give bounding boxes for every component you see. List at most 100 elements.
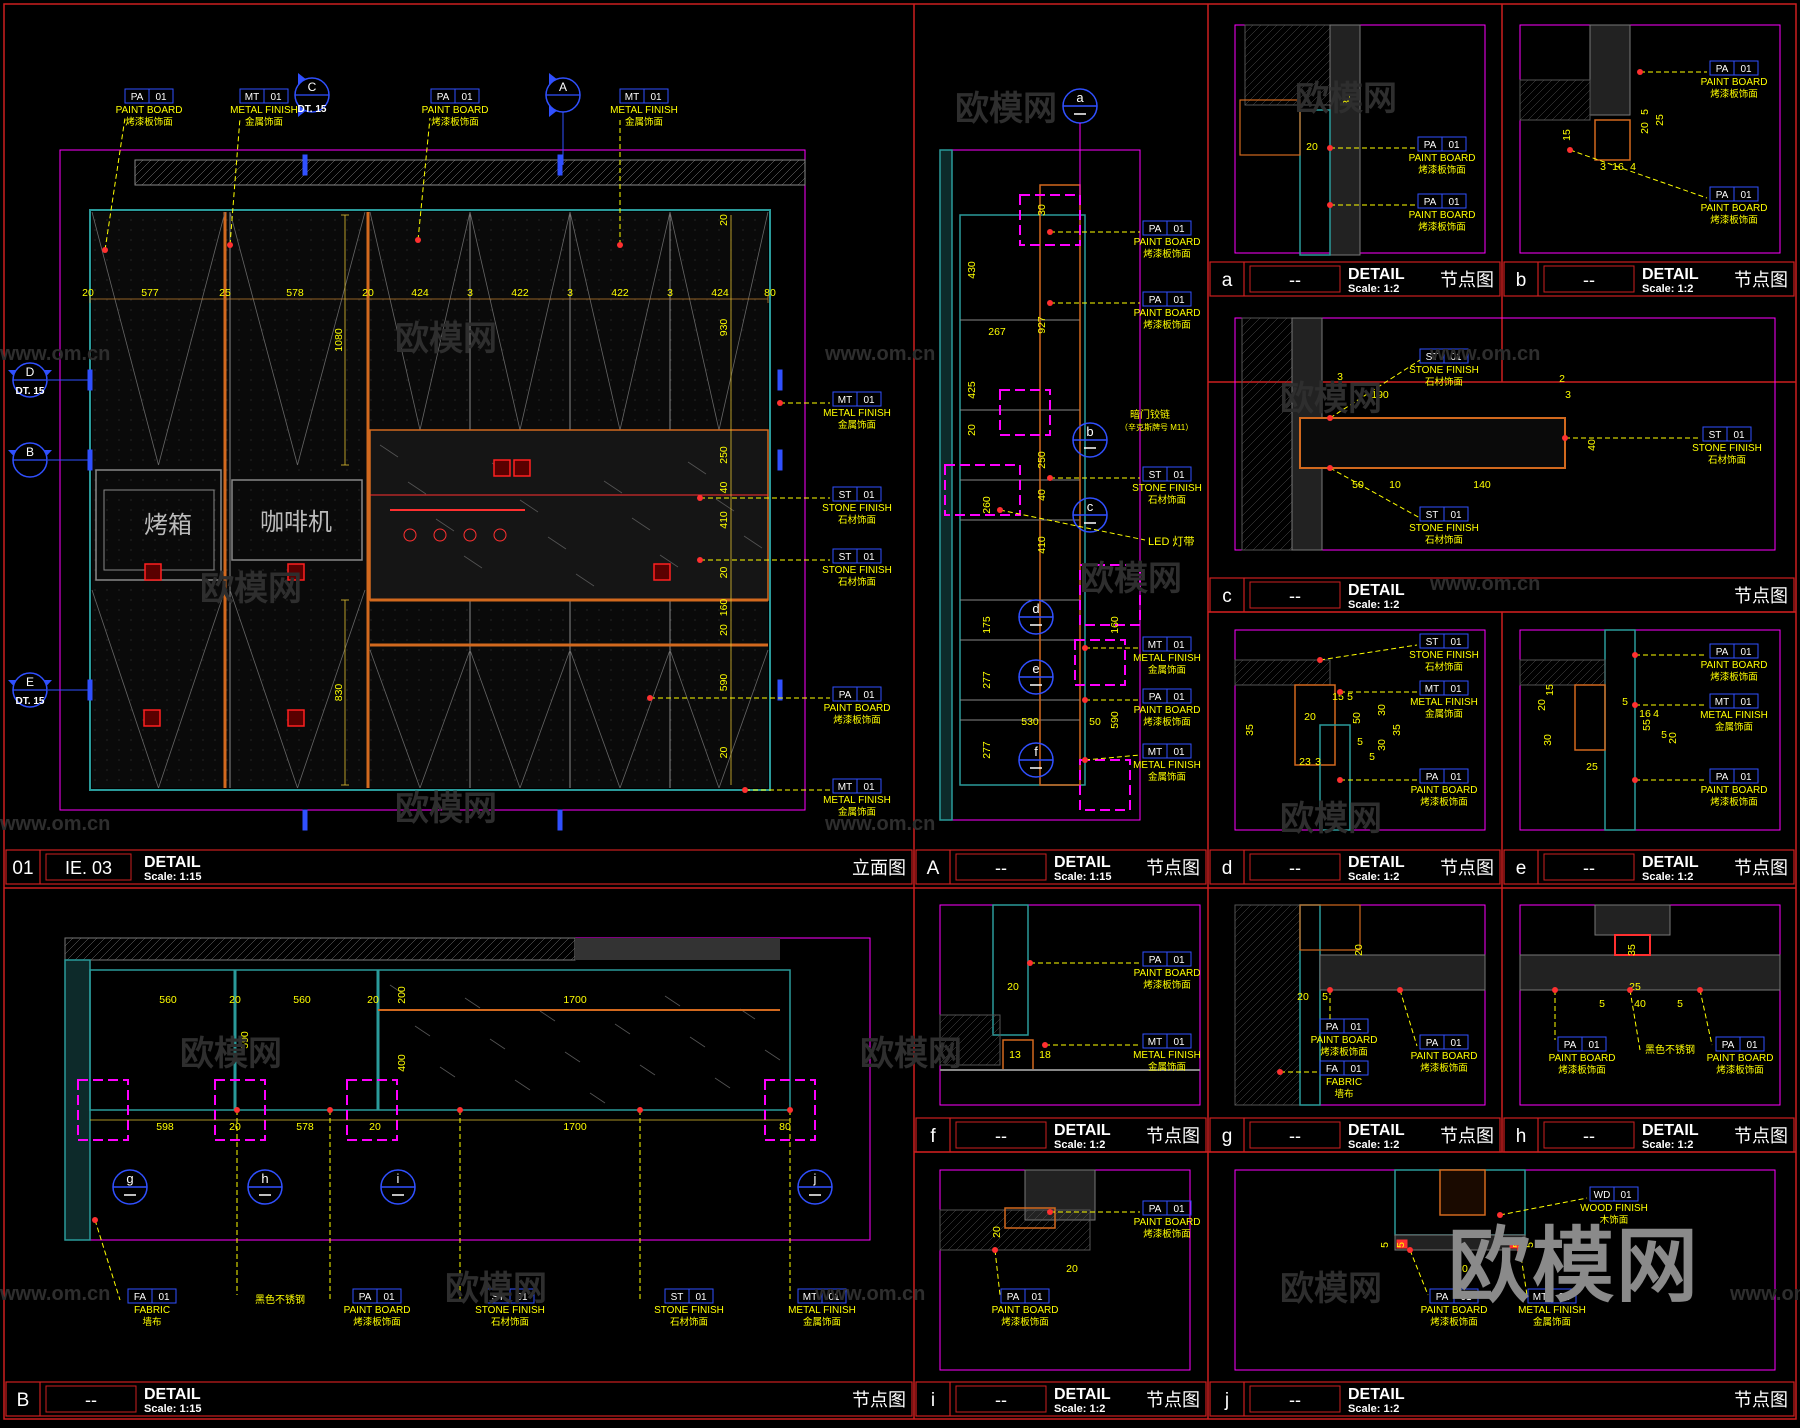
detail-e-tag-3-no: 01 (1740, 772, 1752, 783)
fill-dot (526, 669, 528, 671)
fill-dot (298, 379, 300, 381)
fill-dot (634, 279, 636, 281)
fill-dot (250, 449, 252, 451)
fill-dot (358, 669, 360, 671)
fill-dot (670, 259, 672, 261)
fill-dot (118, 639, 120, 641)
fill-dot (694, 619, 696, 621)
fill-dot (622, 329, 624, 331)
fill-dot (622, 339, 624, 341)
leader-arrow (1552, 987, 1558, 993)
fill-dot (190, 279, 192, 281)
fill-dot (622, 709, 624, 711)
fill-dot (142, 699, 144, 701)
fill-dot (418, 309, 420, 311)
fill-dot (178, 239, 180, 241)
fill-dot (334, 239, 336, 241)
fill-dot (694, 669, 696, 671)
fill-dot (742, 229, 744, 231)
fill-dot (358, 649, 360, 651)
fill-dot (382, 629, 384, 631)
hatch-line (1234, 904, 1244, 914)
fill-dot (106, 689, 108, 691)
fill-dot (346, 669, 348, 671)
panel-code-j: j (1224, 1390, 1229, 1411)
detail-a-tag-1-en: PAINT BOARD (1409, 153, 1476, 164)
callout-h: h (261, 1171, 268, 1186)
fill-dot (142, 729, 144, 731)
detail-i-hatch (939, 1209, 1091, 1251)
fill-dot (298, 309, 300, 311)
fill-dot (562, 399, 564, 401)
fill-dot (214, 699, 216, 701)
marble-vein (564, 1051, 581, 1063)
dimension-label: 20 (367, 994, 379, 1006)
fill-dot (418, 629, 420, 631)
fill-dot (526, 619, 528, 621)
fill-dot (214, 649, 216, 651)
fill-dot (430, 419, 432, 421)
fill-dot (562, 269, 564, 271)
fill-dot (682, 229, 684, 231)
hatch-line (346, 937, 370, 961)
fill-dot (154, 439, 156, 441)
fill-dot (358, 759, 360, 761)
fill-dot (214, 709, 216, 711)
hatch-line (1234, 911, 1301, 978)
dimension-label: 30 (1542, 734, 1554, 746)
fill-dot (202, 349, 204, 351)
door-swing-line (669, 649, 720, 789)
fill-dot (322, 519, 324, 521)
fill-dot (238, 359, 240, 361)
fill-dot (646, 349, 648, 351)
hatch-line (234, 937, 258, 961)
fill-dot (130, 519, 132, 521)
hatch-line (1519, 79, 1553, 113)
fill-dot (142, 449, 144, 451)
fill-dot (562, 229, 564, 231)
detail-e-tag-3-no-box (1733, 768, 1759, 784)
hatch-line (437, 159, 464, 186)
fill-dot (718, 299, 720, 301)
a-tag-mt-2-cn: 金属饰面 (1148, 771, 1186, 783)
fill-dot (298, 419, 300, 421)
a-tag-st-1-no-box (1166, 466, 1192, 482)
fill-dot (346, 539, 348, 541)
fill-dot (370, 359, 372, 361)
fill-dot (454, 659, 456, 661)
fill-dot (334, 619, 336, 621)
hatch-line (939, 1014, 957, 1032)
fill-dot (154, 669, 156, 671)
fill-dot (418, 329, 420, 331)
fill-dot (298, 699, 300, 701)
fill-dot (310, 539, 312, 541)
fill-dot (274, 299, 276, 301)
fill-dot (598, 229, 600, 231)
a-tag-pa-1-no-box (1166, 220, 1192, 236)
marble-vein (464, 997, 481, 1009)
hatch-line (1241, 483, 1293, 535)
fill-dot (358, 239, 360, 241)
fill-dot (322, 719, 324, 721)
fill-dot (370, 329, 372, 331)
fill-dot (658, 719, 660, 721)
fill-dot (250, 679, 252, 681)
fill-dot (262, 709, 264, 711)
elev-tag-st-2-cn: 石材饰面 (838, 576, 876, 588)
fill-dot (670, 649, 672, 651)
fill-dot (154, 259, 156, 261)
detail-i-tag-1-no: 01 (1173, 1204, 1185, 1215)
socket-icon (287, 709, 305, 727)
fill-dot (574, 249, 576, 251)
fill-dot (190, 379, 192, 381)
fill-dot (502, 259, 504, 261)
fill-dot (226, 339, 228, 341)
fill-dot (682, 319, 684, 321)
detail-j-tag-1-no-box (1613, 1186, 1639, 1202)
fill-dot (490, 729, 492, 731)
fill-dot (754, 339, 756, 341)
fill-dot (706, 269, 708, 271)
detail-f-boundary (939, 904, 1201, 1106)
fill-dot (382, 609, 384, 611)
fill-dot (454, 399, 456, 401)
